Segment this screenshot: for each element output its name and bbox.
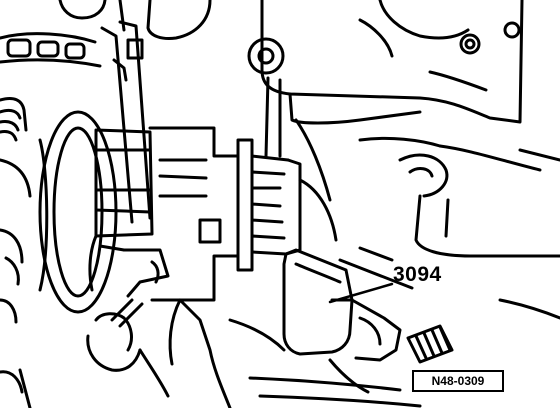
right-pipework (294, 118, 560, 320)
clamp-tool (282, 246, 414, 362)
reference-code: N48-0309 (431, 374, 485, 388)
finned-flange (236, 138, 302, 272)
callout-leader (328, 282, 394, 304)
reference-code-box: N48-0309 (412, 370, 504, 392)
upper-housing (0, 0, 212, 68)
vertical-rods (100, 20, 282, 224)
bottom-lines (248, 358, 422, 408)
threaded-bolt (406, 324, 454, 364)
central-assembly (88, 126, 240, 302)
top-bolt (247, 37, 285, 75)
left-pulley (0, 96, 118, 314)
lower-hose (0, 298, 286, 408)
top-right-housing (260, 0, 524, 125)
part-number-label: 3094 (393, 263, 442, 286)
